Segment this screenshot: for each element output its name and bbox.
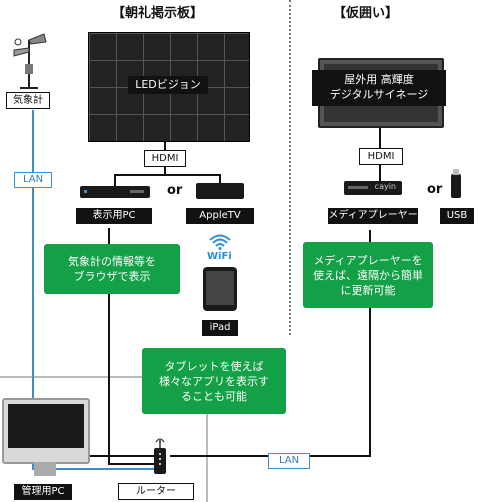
hdmi-label-left: HDMI — [144, 150, 186, 167]
router-label: ルーター — [118, 483, 194, 500]
media-player-note: メディアプレーヤーを 使えば、遠隔から簡単 に更新可能 — [303, 242, 433, 308]
or-label-left: or — [167, 183, 183, 198]
admin-pc-label: 管理用PC — [14, 484, 72, 500]
floor-line-vertical — [206, 412, 208, 502]
lan-label-bottom: LAN — [268, 453, 310, 469]
usb-stick-icon — [451, 169, 461, 198]
left-section-title: 【朝礼掲示板】 — [112, 6, 204, 21]
tablet-note-text: タブレットを使えば 様々なアプリを表示す ることも可能 — [159, 359, 269, 403]
media-player-note-text: メディアプレーヤーを 使えば、遠隔から簡単 に更新可能 — [313, 253, 423, 297]
tablet-note: タブレットを使えば 様々なアプリを表示す ることも可能 — [142, 348, 286, 414]
router-icon — [154, 438, 166, 474]
hdmi-label-right: HDMI — [359, 148, 403, 165]
right-section-title: 【仮囲い】 — [333, 6, 399, 21]
lan-label-weather: LAN — [14, 172, 52, 188]
weather-station-icon — [13, 33, 47, 89]
display-pc-label: 表示用PC — [76, 208, 152, 224]
digital-signage-label-text: 屋外用 高輝度 デジタルサイネージ — [329, 73, 429, 101]
pc-network-line — [108, 228, 110, 464]
player-down-line — [369, 230, 371, 457]
wifi-label: WiFi — [207, 251, 232, 262]
weather-info-note-text: 気象計の情報等を ブラウザで表示 — [68, 255, 156, 283]
hdmi-drop-pc — [114, 174, 116, 186]
admin-pc-monitor — [2, 398, 90, 464]
floor-line — [0, 376, 150, 378]
weather-station-label: 気象計 — [6, 92, 50, 109]
display-pc-device — [80, 186, 150, 198]
hdmi-line-left — [164, 140, 166, 152]
hdmi-branch-left — [114, 174, 220, 176]
digital-signage-label: 屋外用 高輝度 デジタルサイネージ — [312, 70, 446, 106]
hdmi-line-right-down — [379, 165, 381, 181]
admin-pc-stand — [34, 462, 56, 476]
section-divider — [289, 0, 291, 335]
hdmi-drop-appletv — [219, 174, 221, 186]
appletv-device — [196, 183, 244, 199]
or-label-right: or — [427, 182, 443, 197]
led-vision-label: LEDビジョン — [128, 76, 208, 94]
weather-info-note: 気象計の情報等を ブラウザで表示 — [44, 244, 180, 294]
pc-network-horizontal — [108, 463, 154, 465]
usb-label: USB — [440, 208, 474, 224]
media-player-label: メディアプレーヤー — [328, 208, 418, 224]
wifi-icon — [209, 234, 231, 250]
weather-lan-line — [32, 110, 34, 469]
weather-lan-horizontal — [32, 468, 154, 470]
hdmi-line-right — [379, 126, 381, 148]
appletv-label: AppleTV — [186, 208, 254, 224]
admin-pc-line — [75, 455, 154, 457]
media-player-device: cayin — [344, 181, 402, 195]
hdmi-line-left-down — [164, 167, 166, 175]
ipad-label: iPad — [202, 320, 238, 336]
ipad-device — [203, 267, 237, 311]
media-player-brand: cayin — [374, 182, 396, 191]
